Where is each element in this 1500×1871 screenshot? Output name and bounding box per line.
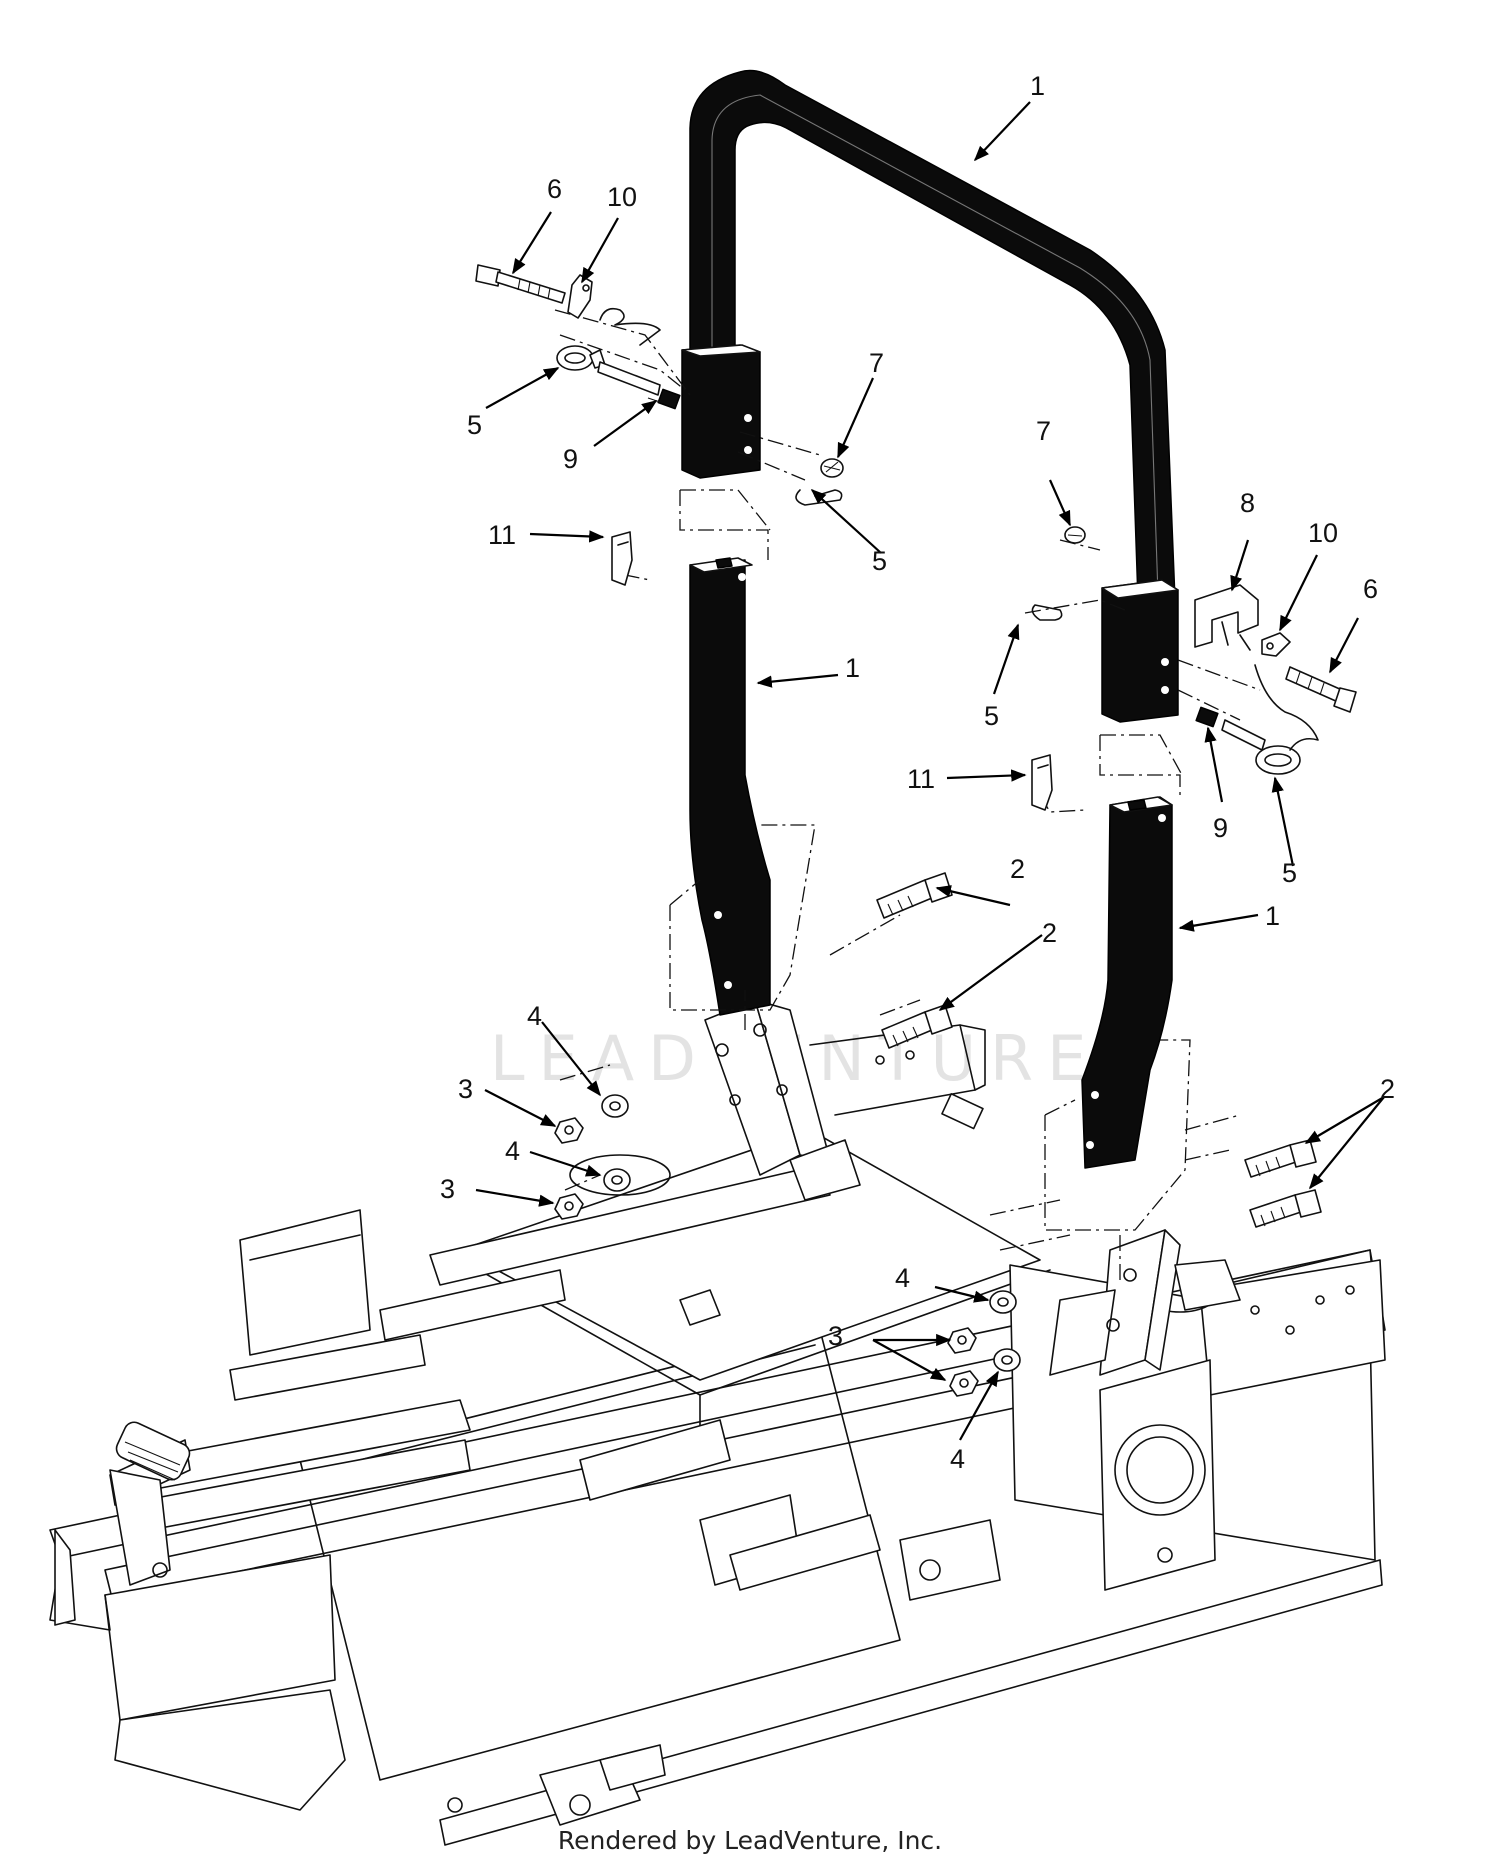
spacer-11-left xyxy=(611,531,633,586)
callout-labels: 1 1 1 2 2 2 3 3 3 4 4 4 4 5 5 5 5 6 6 7 … xyxy=(440,71,1395,1474)
callout-7: 7 xyxy=(1036,416,1051,446)
mower-frame xyxy=(49,1129,1386,1846)
callout-6: 6 xyxy=(547,174,562,204)
lynch-clip-10-right xyxy=(1261,632,1291,657)
bolt-6-right xyxy=(1285,666,1357,713)
callout-5: 5 xyxy=(984,701,999,731)
hitch-pin-5-left xyxy=(556,345,661,396)
callout-10: 10 xyxy=(607,182,637,212)
callout-4: 4 xyxy=(895,1263,910,1293)
callout-11: 11 xyxy=(907,764,935,794)
washer-4-c xyxy=(989,1290,1017,1314)
spacer-11-right xyxy=(1031,754,1053,811)
assembly-dash-lines xyxy=(554,309,1261,1280)
callout-5: 5 xyxy=(872,546,887,576)
callout-3: 3 xyxy=(828,1321,843,1351)
callout-4: 4 xyxy=(527,1001,542,1031)
callout-3: 3 xyxy=(440,1174,455,1204)
clip-7-left xyxy=(820,458,844,478)
hardware-parts xyxy=(475,264,1357,1397)
washer-4-b xyxy=(603,1168,631,1192)
washer-4-d xyxy=(993,1348,1021,1372)
callout-9: 9 xyxy=(1213,813,1228,843)
callout-2: 2 xyxy=(1042,918,1057,948)
callout-4: 4 xyxy=(950,1444,965,1474)
bolt-2-c xyxy=(1244,1139,1317,1178)
nut-3-a xyxy=(554,1117,584,1144)
bolt-2-b xyxy=(881,1004,953,1049)
callout-2: 2 xyxy=(1010,854,1025,884)
hitch-pin-5-right xyxy=(1221,664,1319,775)
callout-1: 1 xyxy=(1265,901,1280,931)
right-rops-mount-bracket xyxy=(1049,1229,1241,1376)
left-rops-mount-bracket xyxy=(704,999,986,1201)
callout-2: 2 xyxy=(1380,1074,1395,1104)
bolt-6-left xyxy=(475,264,566,304)
callout-5: 5 xyxy=(467,410,482,440)
callout-4: 4 xyxy=(505,1136,520,1166)
leader-arrows xyxy=(475,101,1385,1441)
callout-7: 7 xyxy=(869,348,884,378)
roll-bar-upper-hoop xyxy=(681,69,1179,723)
callout-8: 8 xyxy=(1240,488,1255,518)
clip-7-right xyxy=(1064,526,1086,544)
lynch-clip-10-left xyxy=(567,274,593,319)
bolt-2-d xyxy=(1249,1189,1322,1228)
callout-5: 5 xyxy=(1282,858,1297,888)
callout-3: 3 xyxy=(458,1074,473,1104)
callout-1: 1 xyxy=(845,653,860,683)
bolt-2-a xyxy=(876,872,953,919)
callout-11: 11 xyxy=(488,520,516,550)
render-credit: Rendered by LeadVenture, Inc. xyxy=(557,1826,943,1855)
callout-9: 9 xyxy=(563,444,578,474)
hair-pin-5-left xyxy=(795,489,843,506)
roll-bar-left-lower-leg xyxy=(689,557,771,1016)
roll-bar-right-lower-leg xyxy=(1081,796,1173,1169)
callout-10: 10 xyxy=(1308,518,1338,548)
washer-4-a xyxy=(601,1094,629,1118)
callout-6: 6 xyxy=(1363,574,1378,604)
hair-pin-5-right xyxy=(1031,604,1063,621)
nut-3-b xyxy=(554,1193,584,1220)
bracket-8 xyxy=(1194,584,1259,651)
callout-1: 1 xyxy=(1030,71,1045,101)
nut-3-d xyxy=(949,1370,979,1397)
